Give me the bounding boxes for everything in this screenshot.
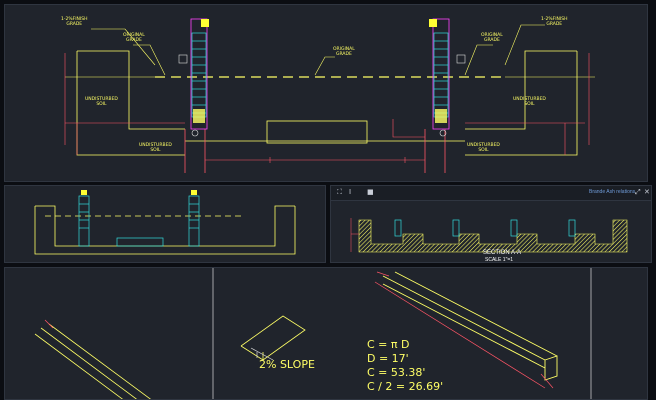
original-grade-label-center: ORIGINAL GRADE xyxy=(333,47,355,57)
original-grade-label-left: ORIGINAL GRADE xyxy=(123,33,145,43)
slope-label: 2% SLOPE xyxy=(259,358,315,371)
section-drawing xyxy=(350,218,628,253)
original-grade-label-right: ORIGINAL GRADE xyxy=(481,33,503,43)
detail-drawing xyxy=(34,268,592,399)
equation-1: C = π D xyxy=(367,338,410,351)
finish-grade-label-left: 1-2%FINISH GRADE xyxy=(61,17,88,27)
equation-3: C = 53.38' xyxy=(367,366,426,379)
section-tool-b-icon[interactable]: Ⅰ xyxy=(349,188,352,196)
plan-drawing xyxy=(34,190,296,255)
undisturbed-soil-label-bottom-left: UNDISTURBED SOIL xyxy=(139,143,172,153)
detail-viewport[interactable]: 2% SLOPE C = π D D = 17' C = 53.38' C / … xyxy=(4,267,648,400)
top-viewport[interactable]: 1-2%FINISH GRADE ORIGINAL GRADE ORIGINAL… xyxy=(4,4,648,182)
section-toolbar: ⛶ Ⅰ ■ Brande Ash relations ⤢ ✕ xyxy=(331,186,651,201)
section-tool-a-icon[interactable]: ⛶ xyxy=(337,188,342,196)
undisturbed-soil-label-right: UNDISTURBED SOIL xyxy=(513,97,546,107)
section-viewport[interactable]: ⛶ Ⅰ ■ Brande Ash relations ⤢ ✕ SECTION A… xyxy=(330,185,652,263)
section-toolbar-link[interactable]: Brande Ash relations xyxy=(589,189,636,195)
top-drawing xyxy=(64,18,595,173)
section-scale: SCALE 1"=1 xyxy=(485,257,514,263)
section-tool-c-icon[interactable]: ■ xyxy=(367,188,374,196)
close-icon[interactable]: ✕ xyxy=(644,188,650,196)
finish-grade-label-right: 1-2%FINISH GRADE xyxy=(541,17,568,27)
expand-icon[interactable]: ⤢ xyxy=(635,188,641,196)
section-title: SECTION A-A xyxy=(483,250,522,256)
undisturbed-soil-label-left: UNDISTURBED SOIL xyxy=(85,97,118,107)
equation-2: D = 17' xyxy=(367,352,409,365)
equation-4: C / 2 = 26.69' xyxy=(367,380,444,393)
plan-viewport[interactable] xyxy=(4,185,326,263)
undisturbed-soil-label-bottom-right: UNDISTURBED SOIL xyxy=(467,143,500,153)
